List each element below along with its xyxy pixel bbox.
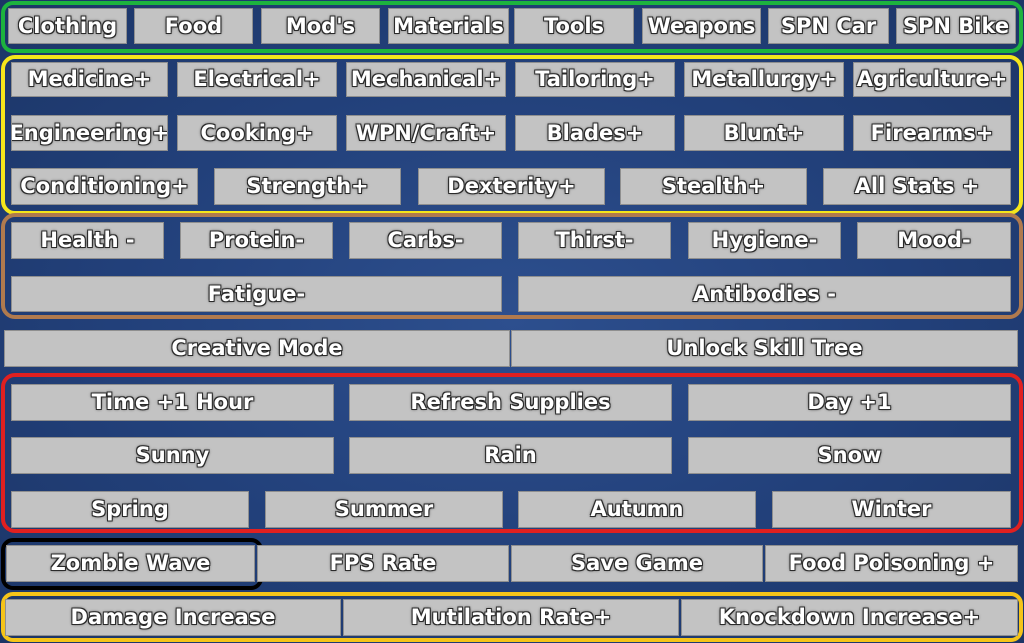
time-plus-hour-button[interactable]: Time +1 Hour <box>11 384 334 421</box>
skill-engineering-button[interactable]: Engineering+ <box>11 115 168 151</box>
need-health-button[interactable]: Health - <box>11 222 164 259</box>
creative-mode-button[interactable]: Creative Mode <box>4 330 510 367</box>
skill-agriculture-button[interactable]: Agriculture+ <box>853 62 1011 97</box>
refresh-supplies-button[interactable]: Refresh Supplies <box>349 384 672 421</box>
unlock-skill-tree-button[interactable]: Unlock Skill Tree <box>511 330 1018 367</box>
skill-cooking-button[interactable]: Cooking+ <box>177 115 337 151</box>
skill-metallurgy-button[interactable]: Metallurgy+ <box>684 62 844 97</box>
skill-firearms-button[interactable]: Firearms+ <box>853 115 1011 151</box>
skill-wpn-craft-button[interactable]: WPN/Craft+ <box>346 115 506 151</box>
weather-rain-button[interactable]: Rain <box>349 437 672 474</box>
spawn-weapons-button[interactable]: Weapons <box>642 8 761 44</box>
need-mood-button[interactable]: Mood- <box>857 222 1011 259</box>
knockdown-increase-button[interactable]: Knockdown Increase+ <box>681 599 1018 636</box>
season-spring-button[interactable]: Spring <box>11 491 249 528</box>
need-thirst-button[interactable]: Thirst- <box>518 222 671 259</box>
skill-electrical-button[interactable]: Electrical+ <box>177 62 337 97</box>
season-summer-button[interactable]: Summer <box>265 491 503 528</box>
spawn-materials-button[interactable]: Materials <box>388 8 509 44</box>
need-protein-button[interactable]: Protein- <box>180 222 333 259</box>
weather-snow-button[interactable]: Snow <box>688 437 1011 474</box>
season-winter-button[interactable]: Winter <box>772 491 1011 528</box>
spawn-car-button[interactable]: SPN Car <box>768 8 889 44</box>
food-poisoning-button[interactable]: Food Poisoning + <box>765 545 1018 582</box>
skill-blunt-button[interactable]: Blunt+ <box>684 115 844 151</box>
zombie-wave-button[interactable]: Zombie Wave <box>6 545 255 582</box>
season-autumn-button[interactable]: Autumn <box>518 491 756 528</box>
skill-blades-button[interactable]: Blades+ <box>515 115 675 151</box>
skill-stealth-button[interactable]: Stealth+ <box>620 168 807 205</box>
skill-dexterity-button[interactable]: Dexterity+ <box>418 168 605 205</box>
spawn-clothing-button[interactable]: Clothing <box>8 8 127 44</box>
skill-conditioning-button[interactable]: Conditioning+ <box>11 168 198 205</box>
need-hygiene-button[interactable]: Hygiene- <box>688 222 841 259</box>
save-game-button[interactable]: Save Game <box>511 545 763 582</box>
spawn-tools-button[interactable]: Tools <box>514 8 634 44</box>
skill-mechanical-button[interactable]: Mechanical+ <box>346 62 506 97</box>
damage-increase-button[interactable]: Damage Increase <box>5 599 341 636</box>
spawn-food-button[interactable]: Food <box>134 8 253 44</box>
weather-sunny-button[interactable]: Sunny <box>11 437 334 474</box>
spawn-bike-button[interactable]: SPN Bike <box>896 8 1016 44</box>
skill-all-stats-button[interactable]: All Stats + <box>823 168 1011 205</box>
fps-rate-button[interactable]: FPS Rate <box>257 545 509 582</box>
spawn-mods-button[interactable]: Mod's <box>261 8 380 44</box>
skill-strength-button[interactable]: Strength+ <box>214 168 401 205</box>
need-antibodies-button[interactable]: Antibodies - <box>518 276 1011 312</box>
skill-tailoring-button[interactable]: Tailoring+ <box>515 62 675 97</box>
mutilation-rate-button[interactable]: Mutilation Rate+ <box>343 599 679 636</box>
day-plus-one-button[interactable]: Day +1 <box>688 384 1011 421</box>
need-fatigue-button[interactable]: Fatigue- <box>11 276 502 312</box>
skill-medicine-button[interactable]: Medicine+ <box>11 62 168 97</box>
need-carbs-button[interactable]: Carbs- <box>349 222 502 259</box>
